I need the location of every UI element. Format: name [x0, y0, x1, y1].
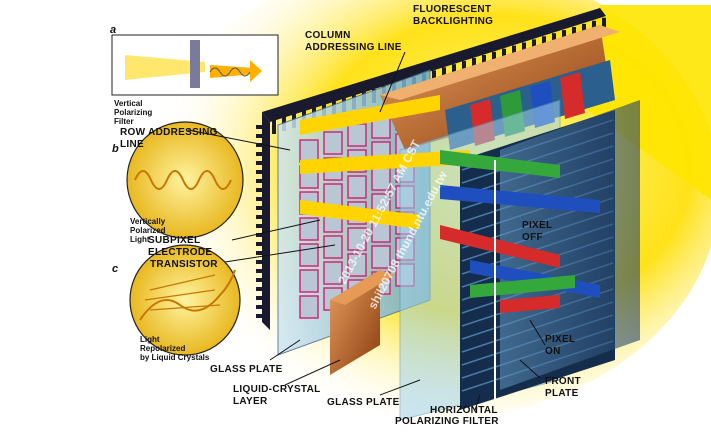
vpf-label-2: Polarizing	[114, 108, 152, 117]
fluorescent-label-1: FLUORESCENT	[413, 4, 491, 15]
pixel-off-label-1: PIXEL	[522, 220, 552, 231]
subpixel-label-1: SUBPIXEL	[148, 235, 200, 246]
fluorescent-label-2: BACKLIGHTING	[413, 16, 493, 27]
subpixel-cell	[347, 175, 367, 199]
vpf-label-3: Filter	[114, 117, 134, 126]
inset-c-helix	[139, 269, 236, 321]
backlight-tooth	[256, 242, 264, 246]
backlight-tooth	[272, 120, 276, 134]
column-label-1: COLUMN	[305, 30, 351, 41]
inset-c-circle	[129, 244, 241, 356]
vpl-label-2: Polarized	[130, 226, 166, 235]
backlight-tooth	[256, 161, 264, 165]
backlight-tooth	[256, 260, 264, 264]
backlight-tooth	[256, 152, 264, 156]
inset-b-letter: b	[112, 143, 119, 155]
backlight-tooth	[256, 170, 264, 174]
inset-b-circle	[126, 121, 244, 239]
subpixel-cell	[323, 131, 343, 155]
lc-layer-label-2: LAYER	[233, 396, 268, 407]
subpixel-cell	[299, 269, 319, 293]
transistor-label: TRANSISTOR	[150, 259, 218, 270]
backlight-tooth	[256, 188, 264, 192]
backlight-tooth	[256, 224, 264, 228]
backlight-tooth	[462, 61, 466, 76]
backlight-tooth	[256, 287, 264, 291]
vpf-label-1: Vertical	[114, 99, 142, 108]
inset-a-letter: a	[110, 24, 116, 36]
hpf-label-1: HORIZONTAL	[430, 405, 498, 416]
backlight-tooth	[256, 296, 264, 300]
backlight-tooth	[256, 206, 264, 210]
repolarized-label-2: Repolarized	[140, 344, 185, 353]
backlight-tooth	[256, 134, 264, 138]
column-label-2: ADDRESSING LINE	[305, 42, 402, 53]
subpixel-cell	[323, 183, 343, 207]
subpixel-cell	[323, 235, 343, 259]
backlight-tooth	[442, 67, 446, 82]
backlight-tooth	[256, 215, 264, 219]
backlight-tooth	[256, 233, 264, 237]
front-glass-label: GLASS PLATE	[327, 397, 400, 408]
front-plate-label-1: FRONT	[545, 376, 581, 387]
backlight-tooth	[256, 305, 264, 309]
repolarized-label-1: Light	[140, 335, 160, 344]
pixel-on-label-2: ON	[545, 346, 561, 357]
backlight-tooth	[432, 70, 436, 85]
inset-b-wave	[134, 170, 232, 190]
rear-glass-label: GLASS PLATE	[210, 364, 283, 375]
column-slab	[380, 25, 610, 150]
repolarized-label-3: by Liquid Crystals	[140, 353, 210, 362]
backlight-tooth	[472, 58, 476, 72]
backlight-tooth	[602, 17, 606, 32]
subpixel-cell	[299, 295, 319, 319]
column-slab-top	[380, 25, 620, 100]
light-beams	[300, 95, 600, 313]
subpixel-cell	[347, 253, 367, 277]
backlight-tooth	[256, 314, 264, 318]
row-label-2: LINE	[120, 139, 144, 150]
backlight-tooth	[452, 64, 456, 79]
hpf-label-2: POLARIZING FILTER	[395, 416, 499, 427]
subpixel-cell	[371, 245, 391, 269]
backlight-tooth	[256, 278, 264, 282]
row-label-1: ROW ADDRESSING	[120, 127, 218, 138]
front-plate-label-2: PLATE	[545, 388, 579, 399]
front-plate	[500, 100, 640, 390]
vpl-label-3: Light	[130, 235, 150, 244]
backlight-tooth	[256, 251, 264, 255]
backlight-tooth	[256, 143, 264, 147]
subpixel-cell	[299, 243, 319, 267]
backlight-tooth	[256, 197, 264, 201]
inset-c-rays	[144, 274, 221, 311]
subpixel-cell	[323, 261, 343, 285]
subpixel-cell	[299, 139, 319, 163]
backlight-tooth	[256, 179, 264, 183]
backlight-tooth	[256, 125, 264, 129]
vpl-label-1: Vertically	[130, 217, 166, 226]
leader-lines	[187, 51, 546, 411]
pixel-on-label-1: PIXEL	[545, 334, 575, 345]
pixel-off-label-2: OFF	[522, 232, 543, 243]
backlight-tooth	[256, 269, 264, 273]
lc-layer-label-1: LIQUID-CRYSTAL	[233, 384, 321, 395]
subpixel-cell	[347, 227, 367, 251]
liquid-crystal-top	[330, 270, 395, 305]
subpixel-label-2: ELECTRODE	[148, 247, 212, 258]
inset-a	[111, 34, 279, 96]
backlight-tooth	[482, 54, 486, 69]
inset-c-letter: c	[112, 263, 118, 275]
subpixel-cell	[347, 123, 367, 147]
